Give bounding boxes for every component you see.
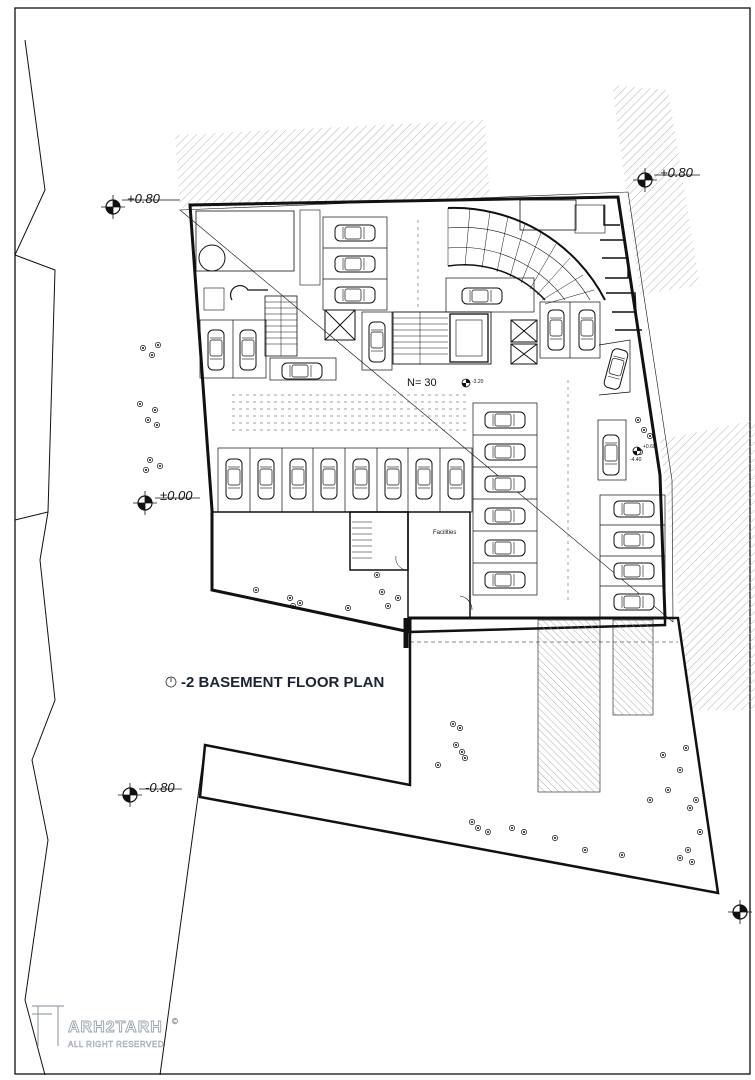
ramp-note: +0.60 xyxy=(643,444,656,450)
drive-aisle-lines xyxy=(232,220,569,600)
site-boundary xyxy=(14,39,206,1076)
level-label-middle-left: ±0.00 xyxy=(160,488,193,503)
neighbour-buildings xyxy=(175,85,755,710)
level-marker-bottom-left xyxy=(117,782,182,808)
curved-ramp xyxy=(447,199,606,305)
level-marker-bottom-right xyxy=(727,899,753,925)
parking-bays xyxy=(199,216,666,618)
storage-cells xyxy=(600,205,642,331)
level-marker-stair xyxy=(461,378,471,388)
level-label-ramp: -4.40 xyxy=(630,457,642,463)
level-marker-top-right xyxy=(632,167,700,193)
level-label-stair: -3.20 xyxy=(472,379,484,385)
parked-cars xyxy=(207,224,655,611)
basement-outline xyxy=(179,191,674,634)
level-marker-top-left xyxy=(100,194,180,220)
lower-rooms xyxy=(212,511,473,648)
level-label-top-right: +0.80 xyxy=(660,165,694,180)
level-marker-ramp xyxy=(632,446,642,456)
watermark-copyright: © xyxy=(172,1017,178,1026)
parking-count: N= 30 xyxy=(407,377,437,389)
drawing-title: -2 BASEMENT FLOOR PLAN xyxy=(165,674,384,691)
facilities-label: Facilities xyxy=(433,530,456,536)
watermark-logo: ARH2TARH ALL RIGHT RESERVED © xyxy=(32,1005,178,1049)
level-label-top-left: +0.80 xyxy=(127,191,161,206)
watermark-rights: ALL RIGHT RESERVED xyxy=(68,1040,164,1049)
service-rooms xyxy=(195,209,356,357)
title-marker-icon xyxy=(165,676,177,688)
plan-title: -2 BASEMENT FLOOR PLAN xyxy=(181,674,384,691)
level-label-bottom-left: -0.80 xyxy=(145,780,175,795)
watermark-brand: ARH2TARH xyxy=(68,1019,163,1036)
stair-core xyxy=(392,311,538,365)
level-marker-middle-left xyxy=(132,490,200,516)
ramp-strips xyxy=(537,619,654,793)
